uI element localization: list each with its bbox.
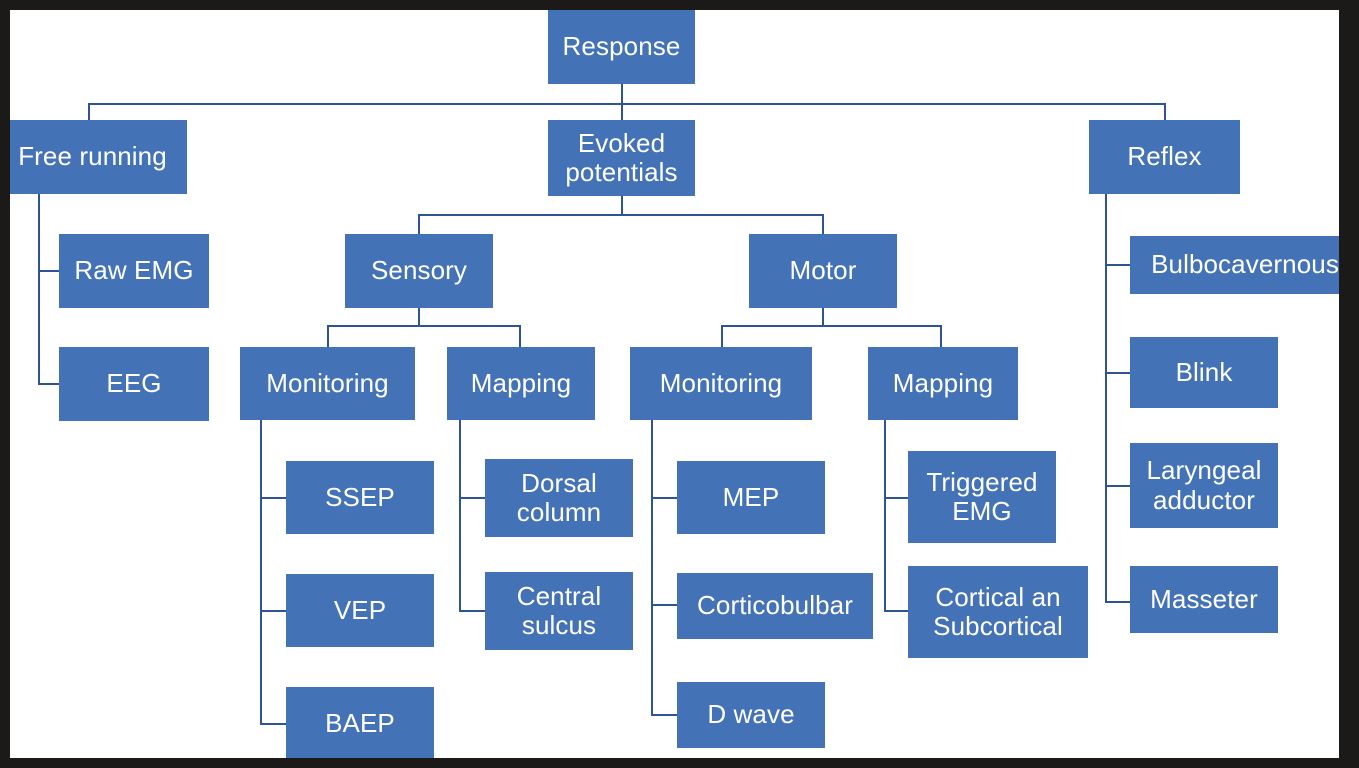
connector-to-sensory-mapping: [519, 325, 521, 349]
node-free-running[interactable]: Free running: [10, 120, 187, 194]
node-evoked-potentials[interactable]: Evoked potentials: [548, 120, 695, 196]
connector-level1-bus: [88, 103, 1166, 105]
node-eeg[interactable]: EEG: [59, 347, 209, 421]
node-baep[interactable]: BAEP: [286, 687, 434, 758]
connector-to-bulbocavernous: [1105, 264, 1130, 266]
node-triggered-emg[interactable]: Triggered EMG: [908, 451, 1056, 543]
connector-evoked-bus: [418, 214, 824, 216]
node-corticobulbar[interactable]: Corticobulbar: [677, 573, 873, 639]
node-response[interactable]: Response: [548, 10, 695, 84]
connector-to-corticobulbar: [651, 604, 677, 606]
connector-reflex-spine: [1105, 193, 1107, 603]
connector-sensory-down: [418, 307, 420, 325]
connector-sensory-bus: [327, 325, 521, 327]
node-reflex[interactable]: Reflex: [1089, 120, 1240, 194]
connector-free-running-to-eeg: [38, 383, 59, 385]
node-bulbocavernous[interactable]: Bulbocavernous: [1130, 236, 1339, 294]
node-masseter[interactable]: Masseter: [1130, 566, 1278, 633]
connector-to-vep: [260, 610, 286, 612]
connector-to-central-sulcus: [459, 610, 485, 612]
connector-to-blink: [1105, 372, 1130, 374]
connector-motor-mapping-spine: [884, 419, 886, 611]
connector-free-running-to-raw-emg: [38, 270, 59, 272]
connector-to-reflex: [1164, 103, 1166, 120]
connector-evoked-down: [621, 196, 623, 214]
connector-motor-bus: [721, 325, 942, 327]
connector-free-running-spine: [38, 193, 40, 384]
node-motor-mapping[interactable]: Mapping: [868, 347, 1018, 420]
node-raw-emg[interactable]: Raw EMG: [59, 234, 209, 308]
node-blink[interactable]: Blink: [1130, 337, 1278, 408]
connector-sensory-mapping-spine: [459, 419, 461, 611]
node-vep[interactable]: VEP: [286, 574, 434, 647]
connector-to-masseter: [1105, 601, 1130, 603]
node-dorsal-column[interactable]: Dorsal column: [485, 459, 633, 537]
connector-to-laryngeal-adductor: [1105, 485, 1130, 487]
connector-to-ssep: [260, 497, 286, 499]
connector-to-sensory-monitoring: [327, 325, 329, 349]
connector-to-mep: [651, 497, 677, 499]
diagram-stage: Response Free running Evoked potentials …: [10, 10, 1339, 758]
connector-to-dorsal-column: [459, 497, 485, 499]
node-cortical-subcortical[interactable]: Cortical an Subcortical: [908, 566, 1088, 658]
diagram-canvas: Response Free running Evoked potentials …: [10, 10, 1339, 758]
node-motor[interactable]: Motor: [749, 234, 897, 308]
connector-to-baep: [260, 723, 286, 725]
node-laryngeal-adductor[interactable]: Laryngeal adductor: [1130, 443, 1278, 528]
node-mep[interactable]: MEP: [677, 461, 825, 534]
connector-sensory-monitoring-spine: [260, 419, 262, 723]
node-sensory[interactable]: Sensory: [345, 234, 493, 308]
node-d-wave[interactable]: D wave: [677, 682, 825, 748]
node-ssep[interactable]: SSEP: [286, 461, 434, 534]
node-motor-monitoring[interactable]: Monitoring: [630, 347, 812, 420]
connector-to-sensory: [418, 214, 420, 236]
node-sensory-mapping[interactable]: Mapping: [447, 347, 595, 420]
connector-motor-monitoring-spine: [651, 419, 653, 715]
connector-to-motor-mapping: [940, 325, 942, 349]
connector-to-free-running: [88, 103, 90, 120]
connector-to-motor: [822, 214, 824, 236]
connector-to-motor-monitoring: [721, 325, 723, 349]
connector-motor-down: [822, 307, 824, 325]
node-sensory-monitoring[interactable]: Monitoring: [240, 347, 415, 420]
node-central-sulcus[interactable]: Central sulcus: [485, 572, 633, 650]
connector-root-down: [621, 84, 623, 103]
connector-to-evoked-potentials: [621, 103, 623, 120]
connector-to-triggered-emg: [884, 497, 908, 499]
connector-to-cortical-subcortical: [884, 610, 908, 612]
connector-to-d-wave: [651, 714, 677, 716]
